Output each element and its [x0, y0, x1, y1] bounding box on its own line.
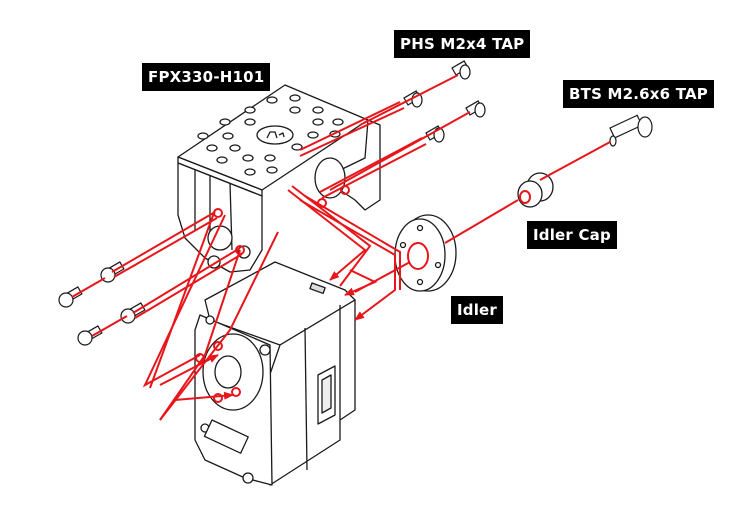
- screw-phs-6: [58, 286, 83, 308]
- screw-phs-8: [77, 325, 103, 346]
- screw-phs-5: [100, 261, 125, 283]
- screw-phs-7: [120, 302, 146, 324]
- servo: [194, 261, 356, 486]
- label-phs-screw: PHS M2x4 TAP: [394, 30, 531, 58]
- idler-cap: [517, 172, 554, 208]
- label-bracket: FPX330-H101: [142, 63, 271, 91]
- idler: [394, 214, 457, 292]
- bts-screw: [609, 114, 653, 147]
- assembly-paths: [71, 74, 611, 421]
- label-idler-cap: Idler Cap: [527, 221, 617, 249]
- label-idler: Idler: [451, 296, 504, 324]
- label-bts-screw: BTS M2.6x6 TAP: [563, 80, 714, 108]
- screw-phs-1: [451, 60, 471, 80]
- screw-phs-3: [465, 100, 486, 118]
